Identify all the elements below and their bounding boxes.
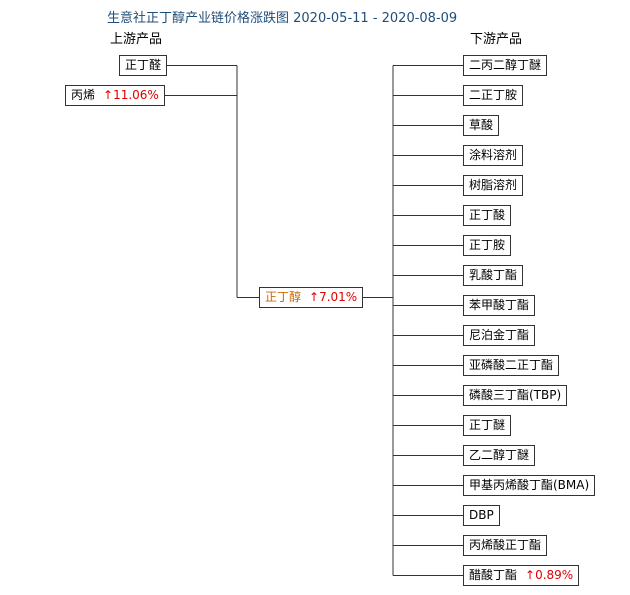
node-name: 甲基丙烯酸丁酯(BMA) bbox=[469, 478, 590, 492]
upstream-node[interactable]: 丙烯 ↑11.06% bbox=[65, 85, 165, 106]
downstream-node[interactable]: 尼泊金丁酯 bbox=[463, 325, 536, 346]
node-name: 乳酸丁酯 bbox=[469, 268, 518, 282]
node-name: 正丁酸 bbox=[469, 208, 506, 222]
downstream-node[interactable]: 苯甲酸丁酯 bbox=[463, 295, 536, 316]
node-name: 乙二醇丁醚 bbox=[469, 448, 530, 462]
downstream-node[interactable]: 甲基丙烯酸丁酯(BMA) bbox=[463, 475, 596, 496]
downstream-node[interactable]: DBP bbox=[463, 505, 500, 526]
chart-title: 生意社正丁醇产业链价格涨跌图 2020-05-11 - 2020-08-09 bbox=[107, 11, 458, 26]
node-name: 涂料溶剂 bbox=[469, 148, 518, 162]
node-name: 草酸 bbox=[469, 118, 494, 132]
price-change-badge: ↑7.01% bbox=[309, 290, 358, 304]
node-name: DBP bbox=[469, 508, 494, 522]
downstream-node[interactable]: 丙烯酸正丁酯 bbox=[463, 535, 548, 556]
node-name: 正丁醛 bbox=[125, 58, 162, 72]
node-name: 二丙二醇丁醚 bbox=[469, 58, 542, 72]
downstream-node[interactable]: 草酸 bbox=[463, 115, 500, 136]
downstream-node[interactable]: 醋酸丁酯 ↑0.89% bbox=[463, 565, 580, 586]
downstream-node[interactable]: 二丙二醇丁醚 bbox=[463, 55, 548, 76]
node-name: 正丁醚 bbox=[469, 418, 506, 432]
node-name: 正丁醇 bbox=[265, 290, 302, 304]
downstream-node[interactable]: 二正丁胺 bbox=[463, 85, 524, 106]
downstream-node[interactable]: 树脂溶剂 bbox=[463, 175, 524, 196]
node-name: 树脂溶剂 bbox=[469, 178, 518, 192]
node-name: 尼泊金丁酯 bbox=[469, 328, 530, 342]
node-name: 苯甲酸丁酯 bbox=[469, 298, 530, 312]
downstream-label: 下游产品 bbox=[470, 32, 523, 47]
downstream-node[interactable]: 磷酸三丁酯(TBP) bbox=[463, 385, 568, 406]
node-name: 醋酸丁酯 bbox=[469, 568, 518, 582]
downstream-node[interactable]: 正丁胺 bbox=[463, 235, 512, 256]
center-node[interactable]: 正丁醇 ↑7.01% bbox=[259, 287, 364, 308]
node-name: 磷酸三丁酯(TBP) bbox=[469, 388, 562, 402]
downstream-node[interactable]: 正丁酸 bbox=[463, 205, 512, 226]
node-name: 亚磷酸二正丁酯 bbox=[469, 358, 554, 372]
downstream-node[interactable]: 亚磷酸二正丁酯 bbox=[463, 355, 560, 376]
price-change-badge: ↑11.06% bbox=[103, 88, 159, 102]
upstream-node[interactable]: 正丁醛 bbox=[119, 55, 168, 76]
downstream-node[interactable]: 乳酸丁酯 bbox=[463, 265, 524, 286]
node-name: 丙烯酸正丁酯 bbox=[469, 538, 542, 552]
downstream-node[interactable]: 乙二醇丁醚 bbox=[463, 445, 536, 466]
downstream-node[interactable]: 涂料溶剂 bbox=[463, 145, 524, 166]
downstream-node[interactable]: 正丁醚 bbox=[463, 415, 512, 436]
price-change-badge: ↑0.89% bbox=[525, 568, 574, 582]
upstream-label: 上游产品 bbox=[110, 32, 163, 47]
node-name: 丙烯 bbox=[71, 88, 96, 102]
node-name: 正丁胺 bbox=[469, 238, 506, 252]
node-name: 二正丁胺 bbox=[469, 88, 518, 102]
